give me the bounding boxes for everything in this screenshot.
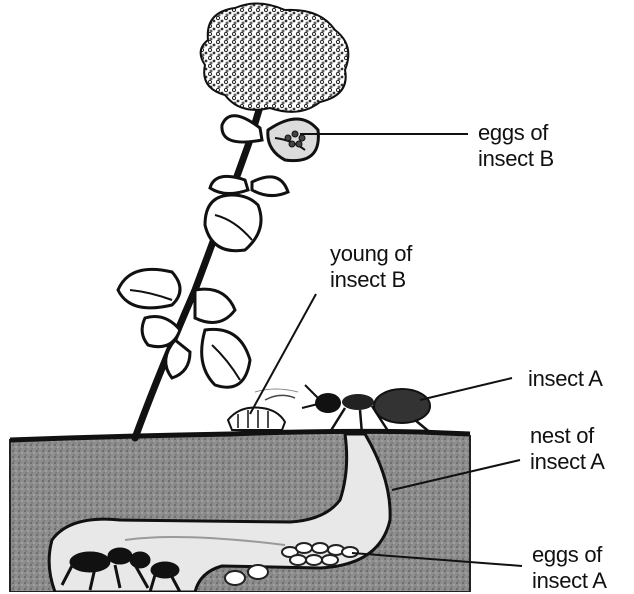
label-nest-of-insect-a: nest of insect A: [530, 423, 605, 475]
young-of-insect-b: [228, 389, 298, 430]
label-insect-a: insect A: [528, 366, 603, 392]
flower-head: [201, 3, 349, 111]
callout-insect-a: [420, 378, 512, 400]
label-young-of-insect-b: young of insect B: [330, 241, 412, 293]
plant-leaves: [118, 116, 318, 388]
label-eggs-of-insect-b: eggs of insect B: [478, 120, 554, 172]
insect-a-ant: [302, 385, 432, 434]
label-eggs-of-insect-a: eggs of insect A: [532, 542, 607, 594]
